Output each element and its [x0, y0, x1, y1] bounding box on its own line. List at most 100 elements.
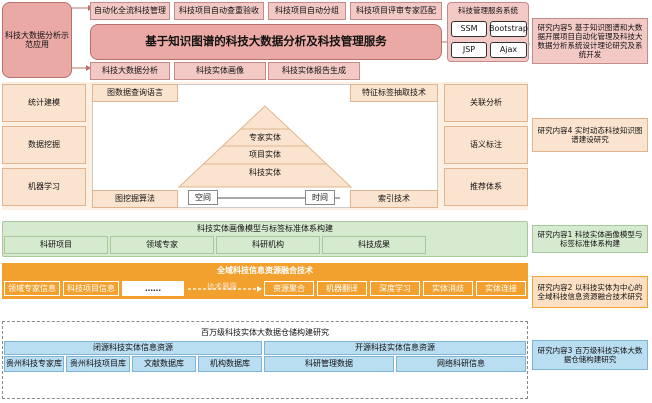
research-1: 研究内容1 科技实体画像模型与标签标准体系构建 [532, 225, 648, 253]
fusion-item-label: 资源聚合 [273, 283, 305, 293]
jsp-chip: JSP [451, 42, 487, 58]
tag-layer-title: 科技实体画像模型与标签标准体系构建 [197, 224, 333, 234]
main-title: 基于知识图谱的科技大数据分析及科技管理服务 [145, 34, 387, 49]
module-auto-group: 科技项目自动分组 [268, 2, 346, 20]
graph-mining-label: 图挖掘算法 [115, 194, 155, 204]
fusion-right-5: 实体连接 [476, 281, 526, 296]
module-dup-check: 科技项目自动查重验收 [174, 2, 264, 20]
tag-item-1: 科研项目 [4, 236, 108, 254]
fusion-item-label: 实体连接 [485, 283, 517, 293]
pyramid-expert: 专家实体 [249, 132, 281, 142]
feature-extract-box: 特征标签抽取技术 [350, 84, 438, 102]
warehouse-item-label: 机构数据库 [210, 359, 250, 369]
research-label: 研究内容4 实时动态科技知识图谱建设研究 [537, 126, 643, 144]
tech-label: 关联分析 [470, 98, 502, 108]
open-source-title: 开源科技实体信息资源 [264, 341, 526, 355]
fusion-item-label: 机器翻译 [326, 283, 358, 293]
fusion-item-label: 实体消歧 [432, 283, 464, 293]
closed-item-2: 贵州科技项目库 [66, 356, 130, 372]
research-3: 研究内容3 百万级科技实体大数据仓储构建研究 [532, 340, 648, 370]
fusion-item-label: 领域专家信息 [8, 283, 56, 293]
module-label: 科技项目自动查重验收 [179, 6, 259, 16]
fusion-right-2: 机器翻译 [317, 281, 367, 296]
left-tech-2: 数据挖掘 [2, 126, 86, 164]
space-label: 空间 [188, 190, 218, 205]
tag-item-3: 科研机构 [216, 236, 320, 254]
warehouse-item-label: 科研管理数据 [305, 359, 353, 369]
research-2: 研究内容2 以科技实体为中心的全域科技信息资源融合技术研究 [532, 276, 648, 308]
right-tech-2: 语义标注 [444, 126, 528, 164]
right-tech-1: 关联分析 [444, 84, 528, 122]
open-item-1: 科研管理数据 [264, 356, 394, 372]
warehouse-item-label: 贵州科技项目库 [70, 359, 126, 369]
module-expert-match: 科技项目评审专家匹配 [350, 2, 442, 20]
fusion-right-1: 资源聚合 [264, 281, 314, 296]
closed-item-4: 机构数据库 [198, 356, 262, 372]
module-label: 科技实体画像 [196, 66, 244, 76]
demo-app-box: 科技大数据分析示范应用 [2, 2, 72, 78]
demo-app-label: 科技大数据分析示范应用 [5, 30, 69, 49]
fusion-item-label: …… [145, 283, 161, 293]
tag-item-2: 领域专家 [110, 236, 214, 254]
warehouse-item-label: 贵州科技专家库 [6, 359, 62, 369]
tech-label: 语义标注 [470, 140, 502, 150]
research-label: 研究内容5 基于知识图谱和大数据开展项目自动化管理及科技大数据分析系统设计理论研… [537, 23, 643, 59]
pyramid-tech: 科技实体 [249, 167, 281, 177]
module-label: 自动化全流科技管理 [94, 6, 166, 16]
module-entity-portrait: 科技实体画像 [174, 62, 266, 80]
system-stack-panel: 科技管理服务系统 SSM Bootstrap JSP Ajax [447, 2, 529, 62]
time-label: 时间 [305, 190, 335, 205]
warehouse-layer-title: 百万级科技实体大数据仓储构建研究 [201, 327, 329, 337]
fusion-left-1: 领域专家信息 [4, 281, 60, 296]
bootstrap-chip: Bootstrap [489, 21, 528, 37]
fusion-left-3: …… [122, 281, 184, 296]
graph-mining-box: 图挖掘算法 [92, 190, 178, 208]
module-label: 科技项目自动分组 [275, 6, 339, 16]
fusion-item-label: 深度学习 [379, 283, 411, 293]
closed-item-3: 文献数据库 [132, 356, 196, 372]
fusion-item-label: 科技项目信息 [67, 283, 115, 293]
closed-item-1: 贵州科技专家库 [4, 356, 64, 372]
pyramid-project: 项目实体 [249, 149, 281, 159]
research-4: 研究内容4 实时动态科技知识图谱建设研究 [532, 118, 648, 152]
fusion-right-3: 深度学习 [370, 281, 420, 296]
fusion-layer-title: 全域科技信息资源融合技术 [217, 266, 313, 276]
research-5: 研究内容5 基于知识图谱和大数据开展项目自动化管理及科技大数据分析系统设计理论研… [532, 18, 648, 64]
index-tech-box: 索引技术 [350, 190, 438, 208]
tag-item-label: 科研机构 [252, 240, 284, 250]
left-tech-1: 统计建模 [2, 84, 86, 122]
tag-item-4: 科技成果 [322, 236, 426, 254]
warehouse-layer-panel [2, 321, 528, 399]
warehouse-item-label: 网络科研信息 [437, 359, 485, 369]
tag-item-label: 科技成果 [358, 240, 390, 250]
tech-label: 机器学习 [28, 182, 60, 192]
tag-item-label: 科研项目 [40, 240, 72, 250]
warehouse-item-label: 文献数据库 [144, 359, 184, 369]
ajax-chip: Ajax [490, 42, 527, 58]
module-data-analysis: 科技大数据分析 [90, 62, 170, 80]
module-label: 科技实体报告生成 [282, 66, 346, 76]
tech-label: 推荐体系 [470, 182, 502, 192]
module-auto-process: 自动化全流科技管理 [90, 2, 170, 20]
system-title: 科技管理服务系统 [458, 5, 518, 15]
fusion-left-2: 科技项目信息 [63, 281, 119, 296]
graph-query-label: 图数据查询语言 [107, 88, 163, 98]
research-label: 研究内容1 科技实体画像模型与标签标准体系构建 [537, 230, 643, 248]
fusion-arrow-label: 技术暴露 [207, 281, 237, 291]
tag-item-label: 领域专家 [146, 240, 178, 250]
fusion-right-4: 实体消歧 [423, 281, 473, 296]
feature-extract-label: 特征标签抽取技术 [362, 88, 426, 98]
closed-source-title: 闭源科技实体信息资源 [4, 341, 262, 355]
tech-label: 统计建模 [28, 98, 60, 108]
module-label: 科技大数据分析 [102, 66, 158, 76]
graph-query-box: 图数据查询语言 [92, 84, 178, 102]
research-label: 研究内容2 以科技实体为中心的全域科技信息资源融合技术研究 [537, 283, 643, 301]
module-report-gen: 科技实体报告生成 [268, 62, 360, 80]
open-item-2: 网络科研信息 [396, 356, 526, 372]
right-tech-3: 推荐体系 [444, 168, 528, 206]
module-label: 科技项目评审专家匹配 [356, 6, 436, 16]
index-tech-label: 索引技术 [378, 194, 410, 204]
tech-label: 数据挖掘 [28, 140, 60, 150]
main-title-box: 基于知识图谱的科技大数据分析及科技管理服务 [90, 24, 442, 60]
